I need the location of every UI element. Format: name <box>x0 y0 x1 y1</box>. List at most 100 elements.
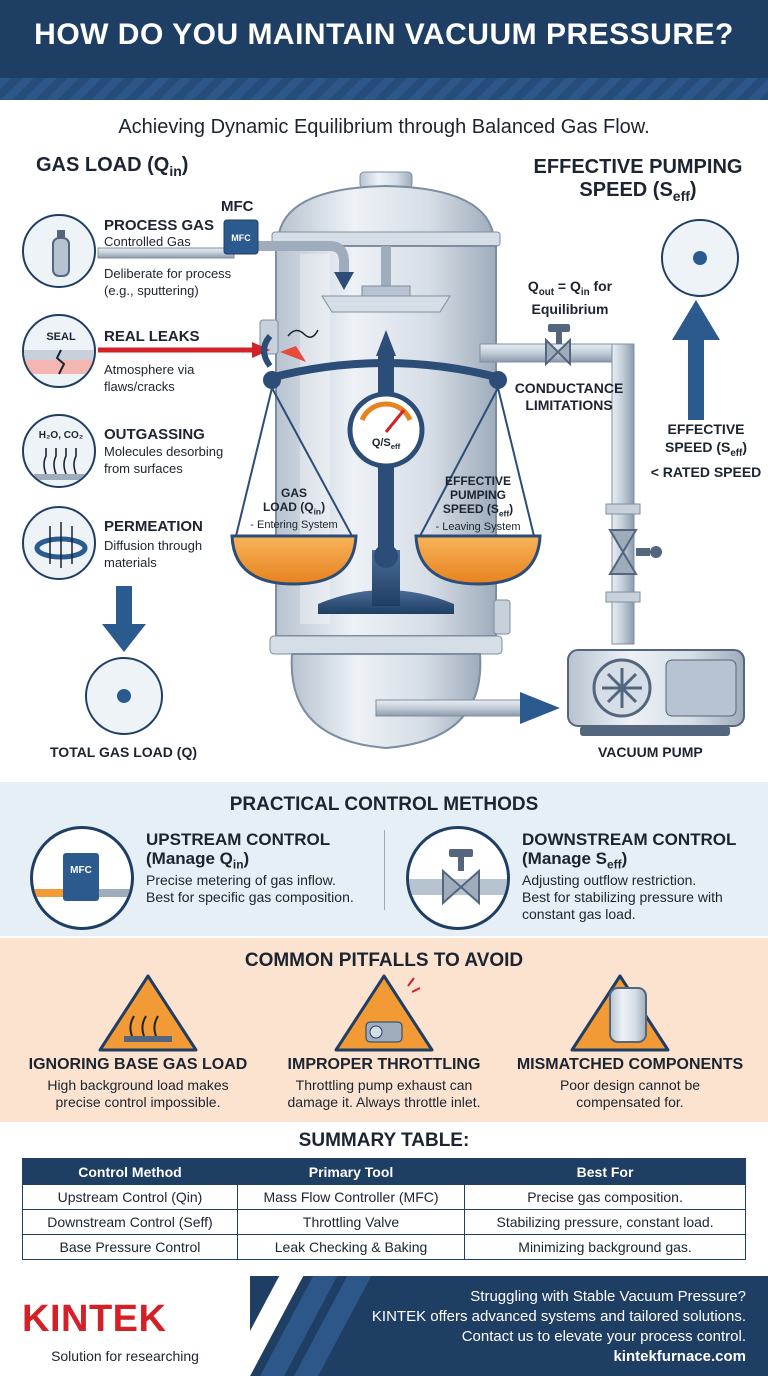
pitfall-desc-1-line-2: precise control impossible. <box>55 1094 221 1110</box>
warning-pump-icon <box>334 974 434 1052</box>
footer <box>0 1276 768 1376</box>
outgassing-title: OUTGASSING <box>104 426 205 443</box>
mfc-label: MFC <box>221 198 254 215</box>
footer-cta: Struggling with Stable Vacuum Pressure? … <box>372 1287 746 1367</box>
outgassing-icon-text: H₂O, CO₂ <box>39 430 83 441</box>
real-leaks-desc-1: Atmosphere via <box>104 362 195 377</box>
pitfall-desc-2-line-2: damage it. Always throttle inlet. <box>287 1094 481 1110</box>
header-stripe <box>0 78 768 100</box>
mfc-icon-text: MFC <box>70 865 92 876</box>
conductance-line-1: CONDUCTANCE <box>514 380 624 396</box>
right-pan-line-1: EFFECTIVE <box>444 474 511 488</box>
table-cell: Mass Flow Controller (MFC) <box>236 1184 466 1210</box>
real-leaks-desc-2: flaws/cracks <box>104 379 175 394</box>
equilibrium-label: Qout = Qin for Equilibrium <box>506 278 634 318</box>
downstream-desc: Adjusting outflow restriction. Best for … <box>522 872 723 923</box>
warning-heat-icon <box>98 974 198 1052</box>
footer-logo-panel <box>0 1276 250 1376</box>
mfc-box-text: MFC <box>231 233 251 243</box>
footer-url-link[interactable]: kintekfurnace.com <box>613 1348 746 1365</box>
pitfall-desc-2-line-1: Throttling pump exhaust can <box>295 1077 473 1093</box>
left-pan-line-2: LOAD (Qin) <box>262 500 326 517</box>
permeation-ring-icon <box>22 506 96 580</box>
downstream-desc-2: Best for stabilizing pressure with <box>522 889 723 905</box>
kintek-logo[interactable]: KINTEK <box>22 1298 167 1340</box>
table-header: Best For <box>464 1158 746 1185</box>
permeation-title: PERMEATION <box>104 518 203 535</box>
logo-tagline: Solution for researching <box>51 1348 199 1364</box>
table-cell: Leak Checking & Baking <box>236 1234 466 1260</box>
pitfall-desc-3: Poor design cannot be compensated for. <box>502 1077 758 1111</box>
upstream-desc-1: Precise metering of gas inflow. <box>146 872 336 888</box>
table-row: Downstream Control (Seff) Throttling Val… <box>22 1209 746 1235</box>
table-header: Primary Tool <box>236 1158 466 1185</box>
equilibrium-line-2: Equilibrium <box>531 300 609 317</box>
total-flow-arrow <box>85 586 163 735</box>
practical-title: PRACTICAL CONTROL METHODS <box>229 794 539 815</box>
permeation-desc-2: materials <box>104 555 157 570</box>
right-pan-line-2: PUMPING <box>449 488 506 502</box>
upstream-desc: Precise metering of gas inflow. Best for… <box>146 872 354 906</box>
effective-line-3: < RATED SPEED <box>650 463 762 480</box>
throttle-valve-icon <box>406 826 510 930</box>
upstream-title-line-1: UPSTREAM CONTROL <box>146 830 331 849</box>
pitfall-title-1: IGNORING BASE GAS LOAD <box>28 1056 248 1073</box>
table-cell: Throttling Valve <box>236 1209 466 1235</box>
summary-table: Control Method Primary Tool Best For Ups… <box>22 1158 746 1260</box>
downstream-title: DOWNSTREAM CONTROL (Manage Seff) <box>522 830 736 874</box>
warning-chamber-icon <box>570 974 670 1052</box>
pitfall-title-3: MISMATCHED COMPONENTS <box>516 1056 744 1073</box>
pumping-heading-line1: EFFECTIVE PUMPING <box>533 156 743 178</box>
downstream-desc-1: Adjusting outflow restriction. <box>522 872 697 888</box>
table-cell: Base Pressure Control <box>22 1234 238 1260</box>
upstream-title: UPSTREAM CONTROL (Manage Qin) <box>146 830 330 874</box>
leak-arrow <box>98 329 319 368</box>
pitfall-icons <box>98 974 670 1052</box>
pitfall-desc-2: Throttling pump exhaust can damage it. A… <box>256 1077 512 1111</box>
pitfalls-title: COMMON PITFALLS TO AVOID <box>244 950 524 971</box>
vacuum-system-diagram: MFC <box>85 171 745 750</box>
right-pan-label: EFFECTIVE PUMPING SPEED (Seff) - Leaving… <box>418 474 538 534</box>
outgassing-icon: H₂O, CO₂ <box>22 414 96 488</box>
right-pan-line-4: - Leaving System <box>435 521 521 534</box>
pumping-heading-line2: SPEED (Seff) <box>579 179 697 204</box>
downstream-title-line-1: DOWNSTREAM CONTROL <box>522 830 737 849</box>
real-leaks-title: REAL LEAKS <box>104 328 200 345</box>
downstream-desc-3: constant gas load. <box>522 906 636 922</box>
effective-line-2: SPEED (Seff) <box>664 439 747 459</box>
table-row: Base Pressure Control Leak Checking & Ba… <box>22 1234 746 1260</box>
process-gas-desc-3: (e.g., sputtering) <box>104 283 199 298</box>
process-gas-desc-1: Controlled Gas <box>104 234 191 249</box>
section-divider <box>384 830 385 910</box>
gas-load-heading: GAS LOAD (Qin) <box>36 154 189 179</box>
outgassing-desc-1: Molecules desorbing <box>104 444 224 459</box>
vacuum-pump-label: VACUUM PUMP <box>598 744 703 760</box>
footer-line-3: Contact us to elevate your process contr… <box>461 1328 746 1345</box>
balance-scale <box>230 330 542 586</box>
table-cell: Minimizing background gas. <box>464 1234 746 1260</box>
gas-cylinder-icon <box>22 214 96 288</box>
pitfall-desc-1-line-1: High background load makes <box>47 1077 229 1093</box>
outgassing-desc-2: from surfaces <box>104 461 183 476</box>
page-title: HOW DO YOU MAINTAIN VACUUM PRESSURE? <box>34 18 734 51</box>
pumping-speed-heading: EFFECTIVE PUMPING SPEED (Seff) <box>520 156 756 208</box>
left-pan-line-1: GAS <box>280 486 307 500</box>
conductance-label: CONDUCTANCE LIMITATIONS <box>494 380 644 414</box>
footer-line-2: KINTEK offers advanced systems and tailo… <box>371 1308 746 1325</box>
inlet-pipe: MFC <box>97 219 354 290</box>
left-pan-label: GAS LOAD (Qin) - Entering System <box>234 486 354 532</box>
pitfall-desc-1: High background load makes precise contr… <box>10 1077 266 1111</box>
pitfall-desc-3-line-2: compensated for. <box>576 1094 684 1110</box>
table-cell: Downstream Control (Seff) <box>22 1209 238 1235</box>
upstream-desc-2: Best for specific gas composition. <box>146 889 354 905</box>
table-cell: Upstream Control (Qin) <box>22 1184 238 1210</box>
footer-line-1: Struggling with Stable Vacuum Pressure? <box>470 1288 746 1305</box>
table-cell: Precise gas composition. <box>464 1184 746 1210</box>
pitfall-title-2: IMPROPER THROTTLING <box>287 1056 481 1073</box>
total-gas-load-label: TOTAL GAS LOAD (Q) <box>50 744 197 760</box>
table-header: Control Method <box>22 1158 238 1185</box>
conductance-line-2: LIMITATIONS <box>525 397 613 413</box>
table-header-row: Control Method Primary Tool Best For <box>22 1158 746 1185</box>
subtitle: Achieving Dynamic Equilibrium through Ba… <box>118 116 650 138</box>
effective-speed-label: EFFECTIVE SPEED (Seff) < RATED SPEED <box>648 420 764 481</box>
